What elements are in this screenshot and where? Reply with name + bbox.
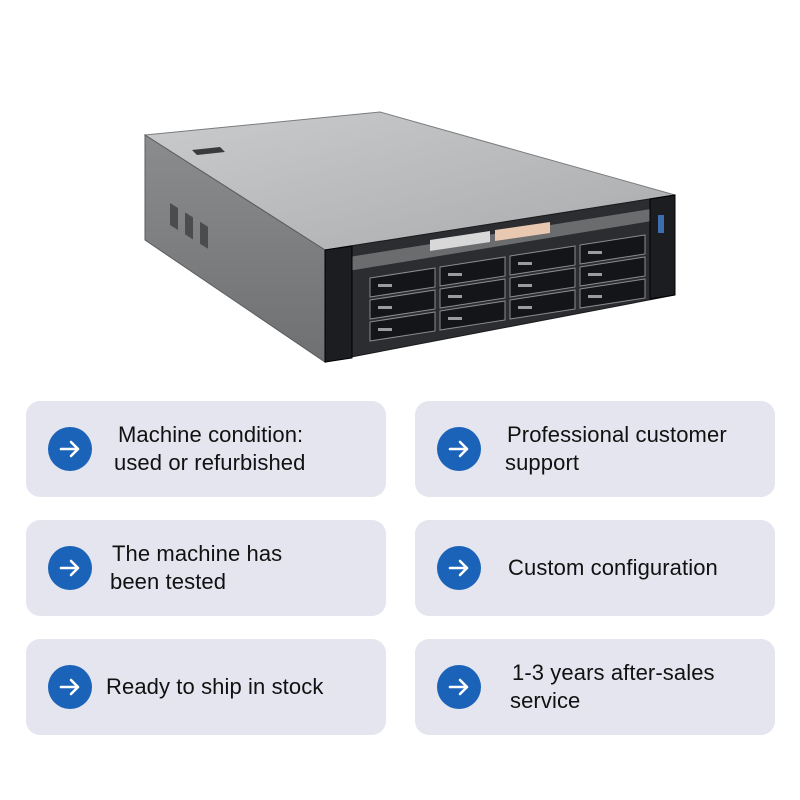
feature-text: 1-3 years after-sales service bbox=[510, 639, 765, 735]
feature-line: 1-3 years after-sales bbox=[512, 660, 715, 685]
arrow-right-icon bbox=[48, 665, 92, 709]
feature-line: been tested bbox=[110, 569, 227, 594]
feature-line: Custom configuration bbox=[508, 555, 718, 580]
feature-line: used or refurbished bbox=[114, 450, 306, 475]
feature-text: Machine condition: used or refurbished bbox=[114, 401, 376, 497]
feature-card-custom-config: Custom configuration bbox=[415, 520, 775, 616]
feature-line: Machine condition: bbox=[118, 422, 304, 447]
feature-card-condition: Machine condition: used or refurbished bbox=[26, 401, 386, 497]
feature-card-ready-to-ship: Ready to ship in stock bbox=[26, 639, 386, 735]
feature-card-support: Professional customer support bbox=[415, 401, 775, 497]
feature-card-after-sales: 1-3 years after-sales service bbox=[415, 639, 775, 735]
rack-server-icon bbox=[143, 111, 676, 363]
feature-line: Professional customer bbox=[507, 422, 727, 447]
arrow-right-icon bbox=[48, 546, 92, 590]
feature-text: Custom configuration bbox=[508, 520, 765, 616]
feature-text: Ready to ship in stock bbox=[106, 639, 376, 735]
feature-line: Ready to ship in stock bbox=[106, 674, 324, 699]
rack-server-image bbox=[130, 100, 690, 390]
feature-text: The machine has been tested bbox=[110, 520, 376, 616]
arrow-right-icon bbox=[437, 546, 481, 590]
feature-line: support bbox=[505, 450, 580, 475]
feature-card-tested: The machine has been tested bbox=[26, 520, 386, 616]
feature-line: The machine has bbox=[112, 541, 283, 566]
arrow-right-icon bbox=[437, 665, 481, 709]
feature-line: service bbox=[510, 688, 581, 713]
feature-text: Professional customer support bbox=[505, 401, 771, 497]
arrow-right-icon bbox=[437, 427, 481, 471]
arrow-right-icon bbox=[48, 427, 92, 471]
